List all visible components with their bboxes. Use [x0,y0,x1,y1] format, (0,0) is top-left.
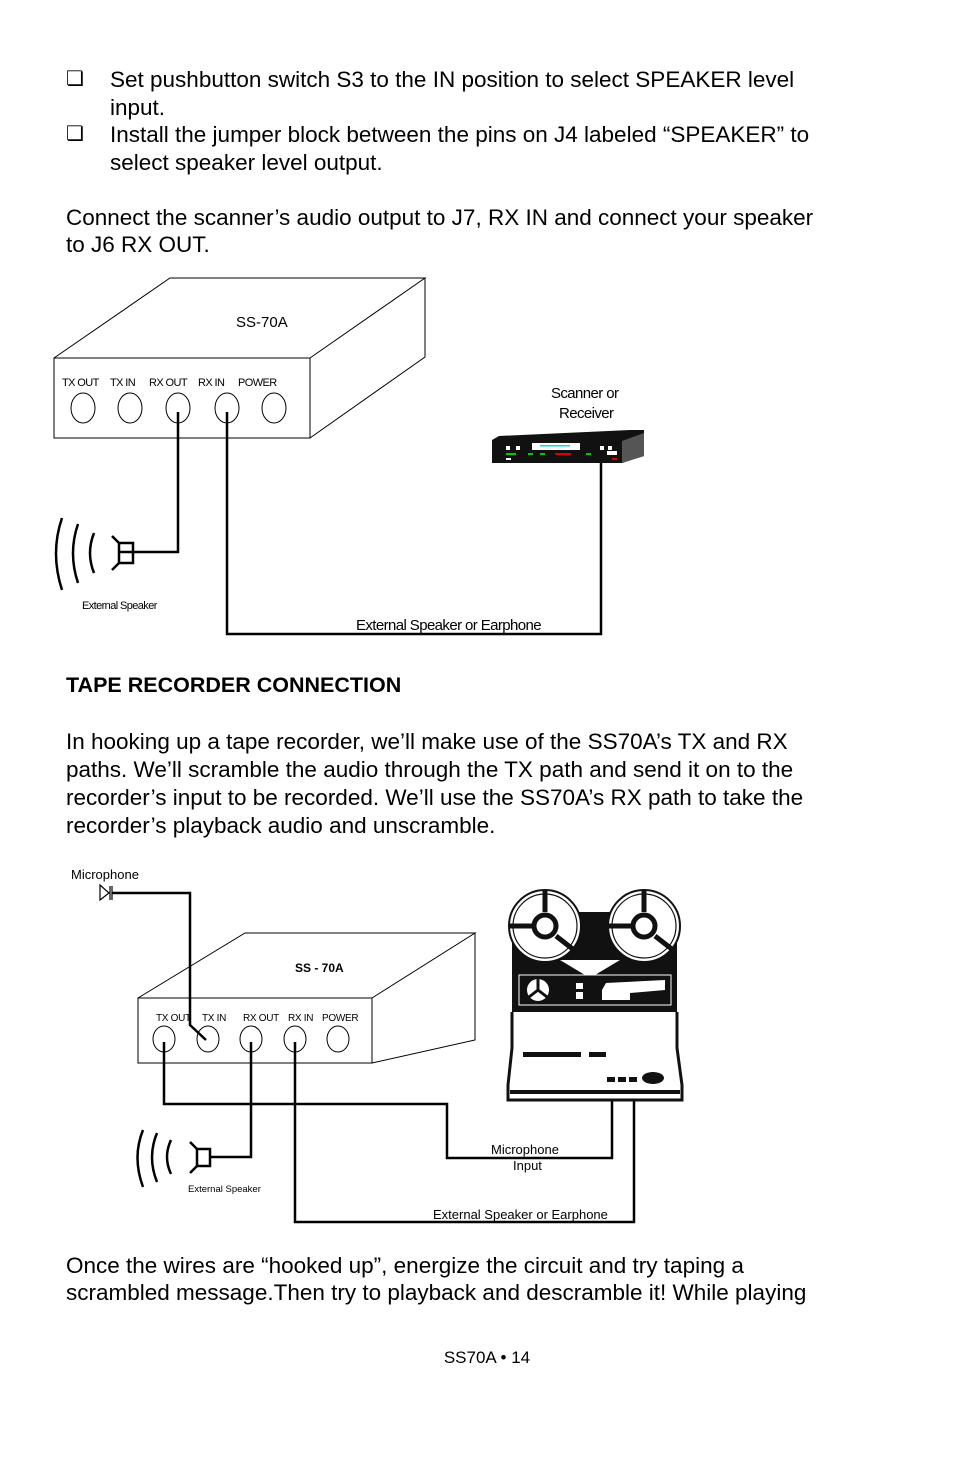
text-line: Connect the scanner’s audio output to J7… [66,205,814,230]
scanner-receiver-icon [492,430,644,463]
scanner-label: Scanner or [551,385,619,402]
wire-rx-out [120,412,180,554]
jack-label: RX OUT [149,377,188,389]
paragraph-2: In hooking up a tape recorder, we’ll mak… [66,728,803,840]
text-line: select speaker level output. [110,150,383,175]
ss70a-unit [137,932,477,1064]
wire-rx-in [225,412,603,636]
jacks [152,1025,350,1053]
jack-tx-in [196,1025,220,1053]
reel-icon [607,889,681,963]
unit-label: SS - 70A [295,961,344,975]
text-line: scrambled message.Then try to playback a… [66,1280,807,1305]
jack-label: TX OUT [62,377,100,389]
text-line: recorder’s input to be recorded. We’ll u… [66,785,804,810]
jack-tx-out [70,392,96,424]
microphone-label: Microphone [71,867,139,882]
mic-input-label: Microphone [491,1142,559,1157]
microphone-icon [99,883,113,902]
wire-rx-out [211,1042,253,1159]
jack-label: POWER [322,1013,358,1024]
mic-input-label: Input [513,1158,542,1173]
jack-tx-in [117,392,143,424]
text-line: Install the jumper block between the pin… [110,122,810,147]
jack-label: TX OUT [156,1013,191,1024]
speaker-label: External Speaker [82,600,158,612]
tape-recorder-icon [506,889,684,1102]
paragraph-3: Once the wires are “hooked up”, energize… [66,1252,806,1306]
jack-label: RX IN [288,1013,313,1024]
text-line: input. [110,95,166,120]
jack-label: POWER [238,377,277,389]
cable-label: External Speaker or Earphone [433,1207,608,1222]
speaker-icon [54,517,135,591]
jack-label: RX IN [198,377,225,389]
speaker-label: External Speaker [188,1184,261,1195]
jack-power [326,1025,350,1053]
text-line: paths. We’ll scramble the audio through … [66,757,794,782]
text-line: Set pushbutton switch S3 to the IN posit… [110,67,795,92]
wire-microphone [112,891,207,1041]
checkbox-icon: ❏ [66,123,84,145]
unit-label: SS-70A [236,314,288,331]
page-footer: SS70A • 14 [443,1348,531,1367]
checkbox-icon: ❏ [66,68,84,90]
wire-tx-out [162,1042,614,1160]
text-line: to J6 RX OUT. [66,232,210,257]
jack-label: RX OUT [243,1013,279,1024]
ss70a-unit [53,277,427,439]
bullet-2: Install the jumper block between the pin… [110,121,809,177]
text-line: Once the wires are “hooked up”, energize… [66,1253,744,1278]
bullet-1: Set pushbutton switch S3 to the IN posit… [110,66,794,122]
jack-power [261,392,287,424]
speaker-icon [136,1129,212,1188]
jack-label: TX IN [202,1013,226,1024]
text-line: recorder’s playback audio and unscramble… [66,813,496,838]
paragraph-1: Connect the scanner’s audio output to J7… [66,204,813,258]
scanner-label: Receiver [559,405,614,422]
jack-label: TX IN [110,377,136,389]
cable-label: External Speaker or Earphone [356,617,541,634]
text-line: In hooking up a tape recorder, we’ll mak… [66,729,788,754]
wire-rx-in [293,1042,636,1224]
section-heading: TAPE RECORDER CONNECTION [66,673,402,697]
reel-icon [508,889,582,963]
